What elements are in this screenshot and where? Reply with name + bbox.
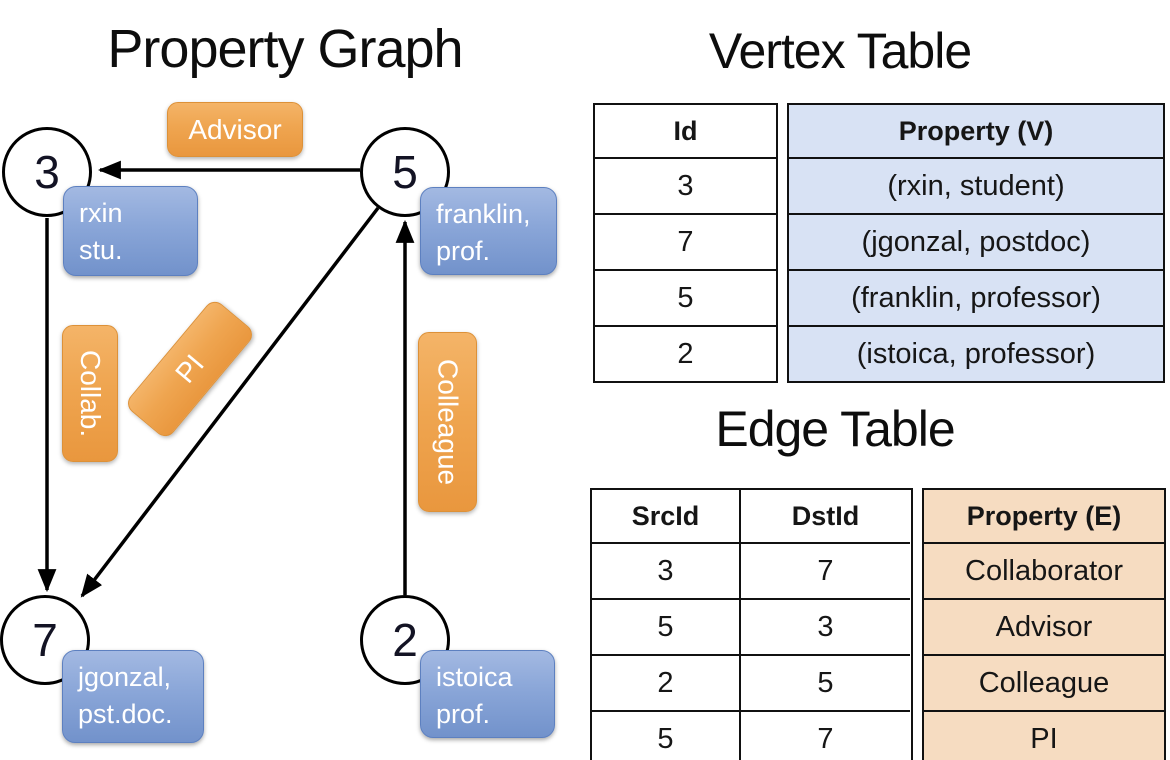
edge-table-property-column: Property (E) Collaborator Advisor Collea…	[922, 488, 1166, 760]
table-cell: 5	[739, 654, 910, 710]
graph-edges	[37, 160, 415, 598]
node-id: 3	[34, 146, 60, 198]
vertex-label-line1: rxin	[79, 198, 123, 228]
vertex-label-line1: franklin,	[436, 199, 531, 229]
graph-node-5: 5	[360, 127, 450, 217]
edge-label-colleague: Colleague	[418, 332, 477, 512]
vertex-table-title: Vertex Table	[708, 23, 972, 79]
table-cell: (franklin, professor)	[789, 269, 1163, 325]
table-cell: Advisor	[924, 598, 1164, 654]
edge-label-collab: Collab.	[62, 325, 118, 462]
table-cell: 3	[739, 598, 910, 654]
table-cell: 7	[739, 542, 910, 598]
vertex-label-line2: stu.	[79, 235, 123, 266]
edge-pi-5-7	[80, 206, 380, 598]
vertex-table-id-column: Id 3 7 5 2	[593, 103, 778, 383]
edge-table-title: Edge Table	[715, 401, 955, 457]
table-cell: 3	[592, 542, 739, 598]
table-cell: (rxin, student)	[789, 157, 1163, 213]
table-cell: 7	[739, 710, 910, 760]
vertex-label-franklin: franklin, prof.	[420, 187, 557, 275]
table-cell: 2	[592, 654, 739, 710]
table-cell: Colleague	[924, 654, 1164, 710]
vertex-label-line1: jgonzal,	[78, 662, 172, 692]
vertex-label-istoica: istoica prof.	[420, 650, 555, 738]
table-cell: 5	[592, 710, 739, 760]
edge-table-header-dst: DstId	[739, 490, 910, 542]
table-cell: 2	[595, 325, 776, 381]
graph-node-2: 2	[360, 595, 450, 685]
edge-table-id-columns: SrcId DstId 3 7 5 3 2 5 5 7	[590, 488, 913, 760]
table-cell: 5	[592, 598, 739, 654]
table-cell: Collaborator	[924, 542, 1164, 598]
table-cell: 7	[595, 213, 776, 269]
table-cell: 5	[595, 269, 776, 325]
property-graph-title: Property Graph	[107, 19, 463, 79]
node-id: 5	[392, 146, 418, 198]
vertex-table-property-column: Property (V) (rxin, student) (jgonzal, p…	[787, 103, 1165, 383]
table-cell: 3	[595, 157, 776, 213]
edge-table-header-property: Property (E)	[924, 490, 1164, 542]
edge-label-advisor: Advisor	[167, 102, 303, 157]
vertex-table-header-property: Property (V)	[789, 105, 1163, 157]
vertex-label-line2: prof.	[436, 699, 491, 730]
table-cell: (istoica, professor)	[789, 325, 1163, 381]
table-cell: PI	[924, 710, 1164, 760]
vertex-label-line1: istoica	[436, 662, 513, 692]
node-id: 2	[392, 614, 418, 666]
edge-table-header-src: SrcId	[631, 500, 700, 531]
vertex-label-rxin: rxin stu.	[63, 186, 198, 276]
vertex-label-line2: prof.	[436, 236, 491, 267]
vertex-label-line2: pst.doc.	[78, 699, 173, 730]
node-id: 7	[32, 614, 58, 666]
vertex-table-header-id: Id	[673, 115, 698, 146]
table-cell: (jgonzal, postdoc)	[789, 213, 1163, 269]
vertex-label-jgonzal: jgonzal, pst.doc.	[62, 650, 204, 743]
